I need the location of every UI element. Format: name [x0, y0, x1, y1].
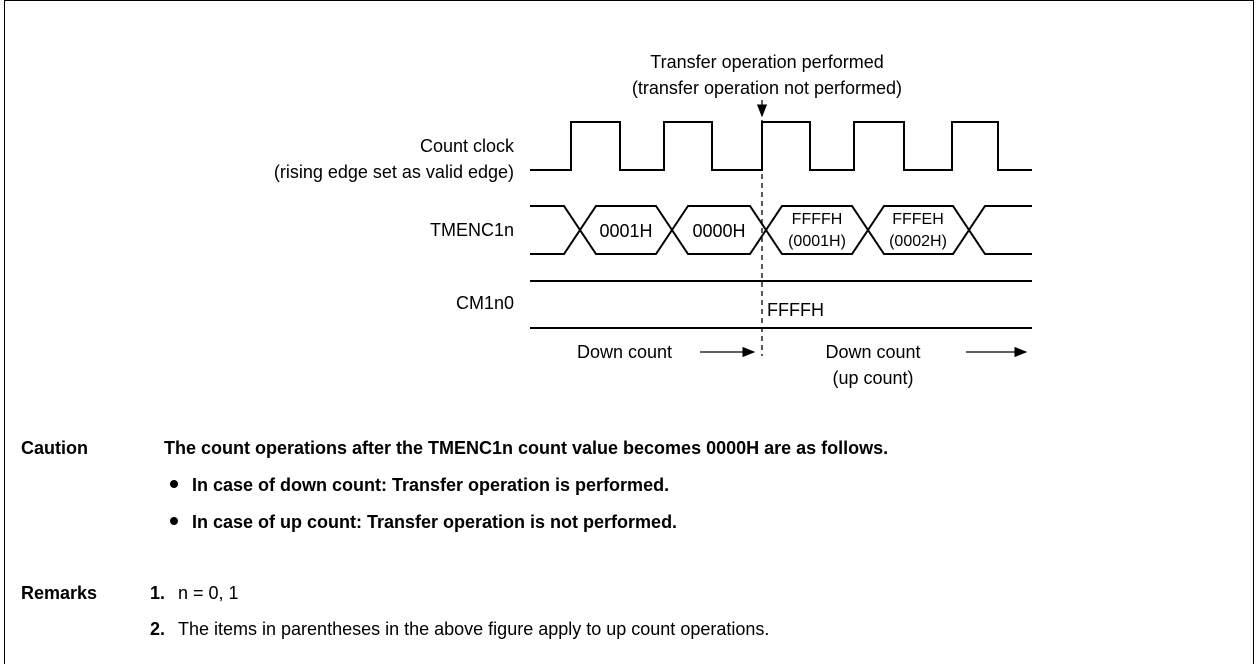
remark-2-text: The items in parentheses in the above fi…: [178, 619, 770, 639]
figure-frame: [4, 0, 1254, 664]
bullet-icon: [170, 517, 178, 526]
cm-label: CM1n0: [456, 293, 514, 313]
caution-bullet-1-text: In case of down count: Transfer operatio…: [192, 475, 670, 495]
remarks-label: Remarks: [21, 583, 98, 603]
tmenc-value-ffffh-up: (0001H): [788, 233, 846, 250]
clock-label-line-2: (rising edge set as valid edge): [274, 162, 514, 182]
tmenc-value-fffeh: FFFEH: [892, 211, 944, 228]
tmenc-value-ffffh: FFFFH: [792, 211, 843, 228]
clock-label-line-1: Count clock: [420, 136, 515, 156]
bullet-icon: [170, 480, 178, 489]
caution-bullet-1: In case of down count: Transfer operatio…: [170, 475, 669, 496]
down-count-right-label: Down count: [825, 342, 920, 362]
tmenc-value-fffeh-up: (0002H): [889, 233, 947, 250]
remark-1-text: n = 0, 1: [178, 583, 239, 603]
caution-bullet-2: In case of up count: Transfer operation …: [170, 512, 677, 533]
tmenc-bus-waveform: [530, 205, 1032, 255]
annotation-line-1: Transfer operation performed: [650, 52, 883, 72]
caution-bullet-2-text: In case of up count: Transfer operation …: [192, 512, 678, 532]
count-clock-waveform: [530, 121, 1032, 171]
remark-2-num: 2.: [150, 619, 166, 639]
up-count-right-label: (up count): [832, 368, 913, 388]
cm-value: FFFFH: [767, 300, 824, 320]
annotation-line-2: (transfer operation not performed): [632, 78, 902, 98]
down-count-left-label: Down count: [577, 342, 672, 362]
tmenc-label: TMENC1n: [430, 220, 514, 240]
tmenc-value-0000h: 0000H: [692, 221, 745, 241]
tmenc-value-0001h: 0001H: [599, 221, 652, 241]
caution-label: Caution: [21, 438, 88, 458]
caution-text: The count operations after the TMENC1n c…: [164, 438, 889, 458]
remark-1-num: 1.: [150, 583, 166, 603]
